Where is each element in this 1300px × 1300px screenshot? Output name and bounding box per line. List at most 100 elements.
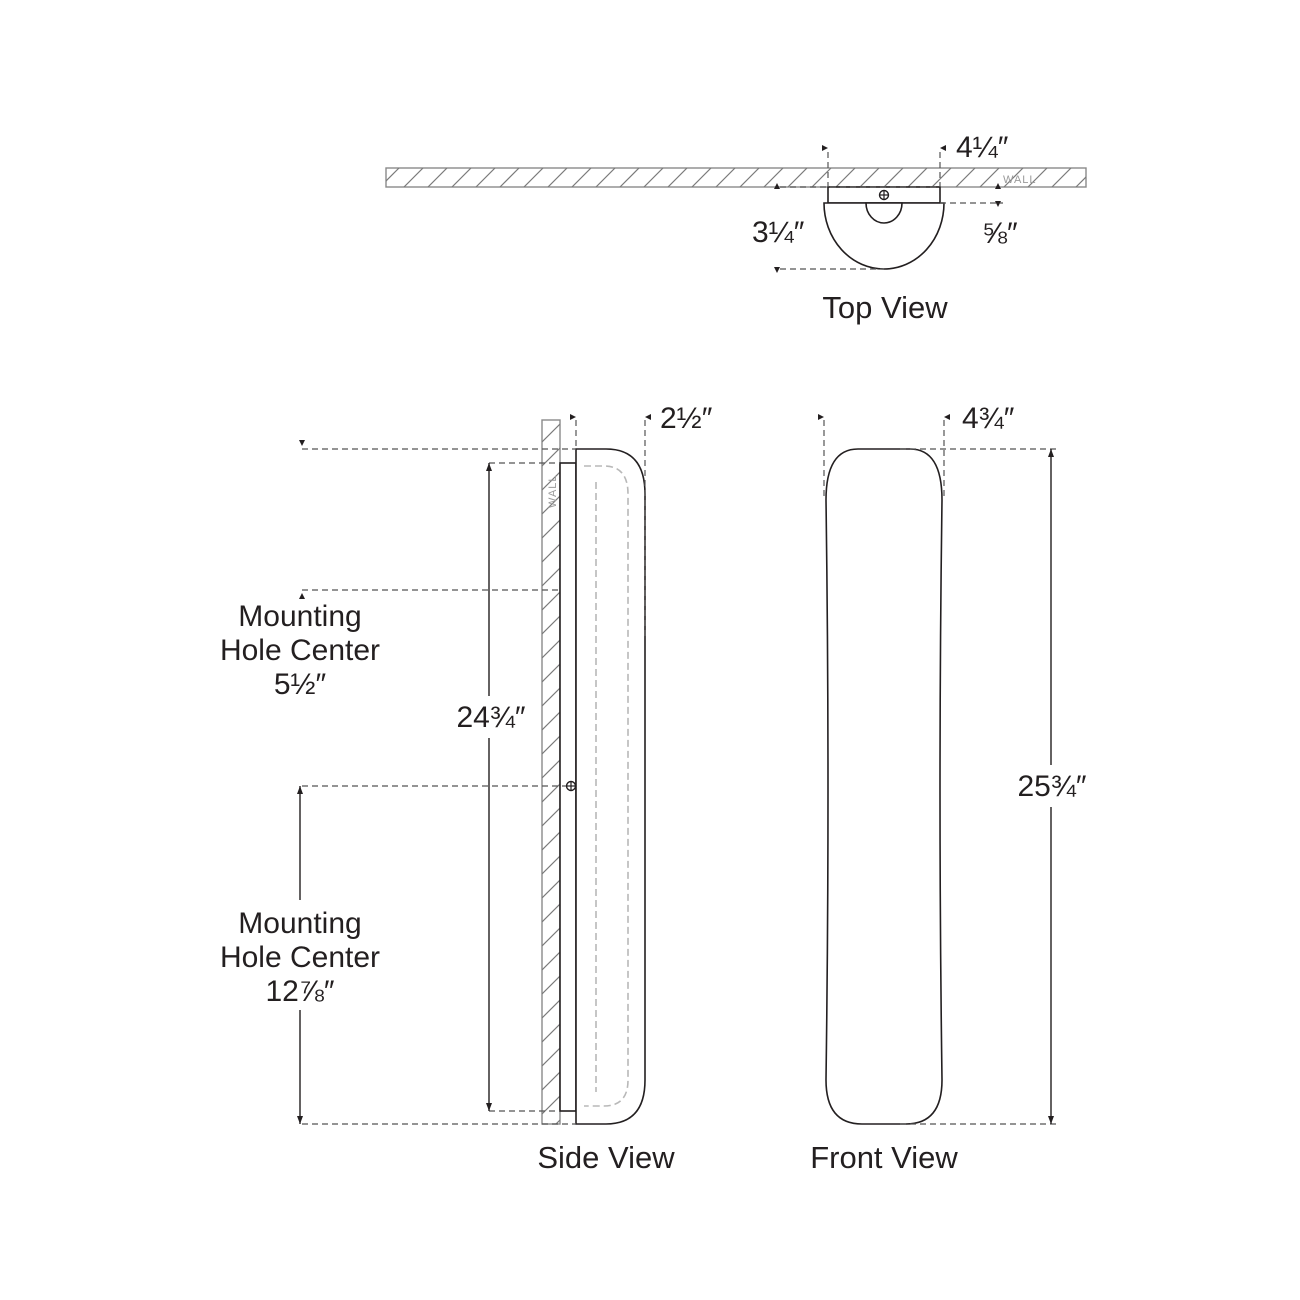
side-shade-inner [584,465,629,1107]
hatch-line [691,168,712,187]
side-view: WALL 2½″ 24¾″ [205,402,713,1175]
hatch-line [595,168,616,187]
mount-lower-title-2: Hole Center [220,941,380,974]
hatch-line [1003,168,1024,187]
side-backplate-arrow-top [486,463,492,471]
hatch-line [859,168,880,187]
mount-lower-value: 12⅞″ [265,975,334,1008]
hatch-line [555,1119,560,1124]
hatch-line [542,663,560,683]
hatch-line [542,831,560,851]
front-width-arrow-right [944,414,950,420]
side-backplate-label-bg [448,696,534,738]
top-width-arrow-left [822,145,828,151]
hatch-line [542,495,560,515]
hatch-line [542,999,560,1019]
side-depth-arrow-right [645,414,651,420]
hatch-line [787,168,808,187]
hatch-line [523,168,544,187]
hatch-line [499,168,520,187]
top-view-label: Top View [822,290,948,325]
top-width-arrow-right [940,145,946,151]
hatch-line [547,168,568,187]
hatch-line [835,168,856,187]
hatch-line [403,168,424,187]
front-shade [825,448,943,1125]
hatch-line [542,1023,560,1043]
hatch-line [931,168,952,187]
top-backplate-dim: ⅝″ [982,217,1018,250]
hatch-line [667,168,688,187]
hatch-line [643,168,664,187]
hatch-line [542,639,560,659]
top-wall-label: WALL [1003,174,1037,186]
top-backplate-arrow-top [995,183,1001,189]
hatch-line [542,423,560,443]
hatch-line [739,168,760,187]
hatch-line [542,519,560,539]
side-mount-lower-label-bg [205,900,395,1010]
hatch-line [715,168,736,187]
hatch-line [542,1047,560,1067]
front-height-dim: 25¾″ [1017,770,1086,803]
hatch-line [542,855,560,875]
side-wall-hatch [542,423,560,1124]
side-view-label: Side View [537,1140,675,1175]
top-shade [823,202,945,270]
top-cutout [865,202,903,224]
hatch-line [542,927,560,947]
hatch-line [542,951,560,971]
hatch-line [542,735,560,755]
hatch-line [475,168,496,187]
front-height-label-bg [1010,765,1094,807]
hatch-line [763,168,784,187]
top-screw-icon [878,189,890,201]
hatch-line [542,687,560,707]
side-mount-lower-arrow-bottom [297,1116,303,1124]
hatch-line [542,975,560,995]
side-mount-upper-arrow-bottom [299,593,305,599]
hatch-line [979,168,1000,187]
mount-upper-title-2: Hole Center [220,634,380,667]
side-shade [575,448,646,1125]
hatch-line [1075,176,1086,187]
hatch-line [542,471,560,491]
side-backplate-arrow-bottom [486,1103,492,1111]
front-height-arrow-bottom [1048,1116,1054,1124]
mount-upper-value: 5½″ [274,668,327,701]
top-backplate-arrow-bottom [995,201,1001,207]
side-depth-dim: 2½″ [660,402,713,435]
hatch-line [619,168,640,187]
hatch-line [542,591,560,611]
front-view: 4¾″ 25¾″ Front View [810,402,1094,1175]
hatch-line [542,1071,560,1091]
hatch-line [542,615,560,635]
front-height-arrow-top [1048,449,1054,457]
hatch-line [571,168,592,187]
top-depth-arrow-top [774,183,780,189]
hatch-line [883,168,904,187]
hatch-line [427,168,448,187]
hatch-line [1051,168,1072,187]
front-view-label: Front View [810,1140,958,1175]
side-screw-icon [565,780,577,792]
hatch-line [811,168,832,187]
top-depth-arrow-bottom [774,267,780,273]
hatch-line [542,567,560,587]
side-depth-arrow-left [570,414,576,420]
top-wall-hatch [386,168,1086,187]
front-width-arrow-left [818,414,824,420]
top-width-dim: 4¼″ [956,131,1009,164]
hatch-line [542,903,560,923]
hatch-line [386,168,400,182]
side-mount-upper-arrow-top [299,440,305,446]
hatch-line [451,168,472,187]
hatch-line [542,879,560,899]
hatch-line [955,168,976,187]
side-wall-label: WALL [547,474,559,508]
side-mount-lower-arrow-top [297,786,303,794]
hatch-line [542,759,560,779]
mount-lower-title-1: Mounting [238,907,361,940]
